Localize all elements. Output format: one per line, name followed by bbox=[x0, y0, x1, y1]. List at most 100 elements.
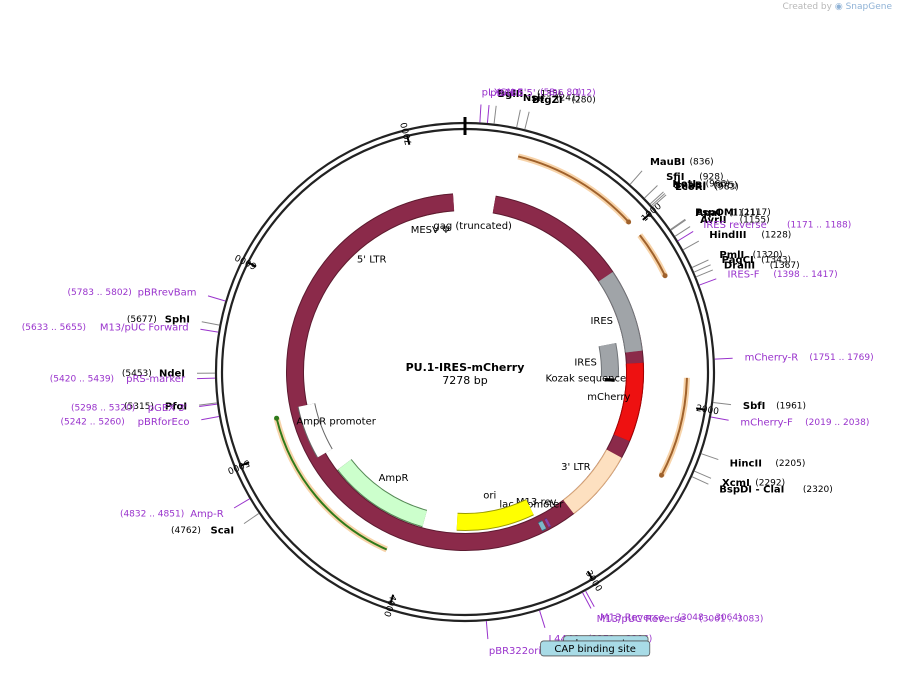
enzyme-name: DraIII bbox=[724, 260, 755, 271]
enzyme-coord: (966) bbox=[706, 179, 730, 189]
primer-coord: (1398 .. 1417) bbox=[773, 270, 837, 280]
labels-layer: BglII(135)NsiI(241)BtgZI(280) MauBI(836) S… bbox=[22, 87, 874, 656]
enzyme-name: ScaI bbox=[211, 525, 235, 536]
enzyme-leader-line bbox=[691, 259, 709, 268]
enzyme-label[interactable]: SbfI(1961) bbox=[743, 401, 806, 412]
primer-leader-line bbox=[199, 403, 218, 407]
enzyme-label[interactable]: MauBI(836) bbox=[650, 157, 714, 168]
enzyme-label[interactable]: ApaI(1121) bbox=[696, 208, 759, 219]
primer-label[interactable]: pGEX 3'(5298 .. 5320) bbox=[71, 403, 187, 414]
enzyme-label[interactable]: HindIII(1228) bbox=[709, 230, 791, 241]
enzyme-label[interactable]: AvrII (1155) bbox=[700, 215, 769, 226]
enzyme-name: ApaI bbox=[696, 208, 721, 219]
primer-name: Amp-R bbox=[190, 509, 224, 520]
primer-label[interactable]: M13 Reverse(3048 .. 3064) bbox=[600, 612, 742, 623]
feature-mcherry[interactable] bbox=[614, 362, 643, 441]
primer-name: mCherry-F bbox=[740, 417, 793, 428]
primer-name: M13 Reverse bbox=[600, 612, 665, 623]
primer-label[interactable]: M13/pUC Reverse(3061 .. 3083) bbox=[597, 614, 764, 625]
enzyme-label[interactable]: BtgZI(280) bbox=[532, 95, 596, 106]
enzyme-leader-line bbox=[651, 193, 666, 206]
enzyme-leader-line bbox=[524, 111, 530, 130]
tick-mark bbox=[389, 594, 395, 604]
feature-3-ltr[interactable] bbox=[563, 449, 622, 514]
orf-arrowhead bbox=[662, 273, 668, 279]
enzyme-coord: (1155) bbox=[740, 216, 770, 226]
primer-label[interactable]: pRS-marker(5420 .. 5439) bbox=[50, 374, 186, 385]
enzyme-label[interactable]: PaqCI(1343) bbox=[722, 255, 791, 266]
created-by-text: Created by bbox=[782, 2, 832, 12]
enzyme-leader-line bbox=[694, 470, 712, 479]
enzyme-name: SphI bbox=[165, 314, 190, 325]
feature-label: MESV Ψ bbox=[411, 225, 450, 236]
primer-leader-line bbox=[699, 278, 717, 286]
enzyme-label[interactable]: NsiI(241) bbox=[523, 93, 580, 104]
primer-name: IRES reverse bbox=[703, 220, 766, 231]
feature-ires[interactable] bbox=[599, 343, 618, 378]
primer-leader-line bbox=[582, 592, 592, 609]
feature-m13-rev[interactable] bbox=[544, 518, 551, 527]
primer-name: pRS-marker bbox=[126, 374, 186, 385]
primer-leader-line bbox=[539, 610, 546, 628]
feature-ires[interactable] bbox=[599, 272, 642, 353]
primer-leader-line bbox=[233, 498, 250, 509]
enzyme-leader-line bbox=[674, 226, 691, 237]
orf-line bbox=[660, 377, 688, 476]
boxed-label[interactable]: CAP binding site bbox=[554, 644, 636, 655]
enzyme-label[interactable]: EcoRI(983) bbox=[675, 182, 739, 193]
primer-label[interactable]: mCherry-R(1751 .. 1769) bbox=[745, 353, 874, 364]
enzyme-label[interactable]: BspDI - ClaI(2320) bbox=[719, 484, 833, 495]
enzyme-label[interactable]: PspOMI(1117) bbox=[695, 207, 771, 218]
primer-leader-line bbox=[486, 105, 490, 124]
enzyme-leader-line bbox=[652, 194, 667, 208]
feature-label: IRES bbox=[590, 316, 613, 327]
enzyme-name: SfiI bbox=[666, 172, 684, 183]
enzyme-coord: (1367) bbox=[770, 261, 800, 271]
enzyme-label[interactable]: PmlI(1320) bbox=[719, 250, 782, 261]
primer-label[interactable]: IRES reverse(1171 .. 1188) bbox=[703, 220, 851, 231]
tick-label: 2000 bbox=[695, 404, 719, 417]
enzyme-label[interactable]: ScaI(4762) bbox=[171, 525, 234, 536]
primer-label[interactable]: Amp-R (4832 .. 4851) bbox=[120, 509, 224, 520]
feature-lac-promoter[interactable] bbox=[538, 521, 547, 531]
boxed-label-background bbox=[540, 640, 651, 657]
primer-name: pLXSN 5' bbox=[482, 87, 527, 98]
enzyme-coord: (1320) bbox=[753, 250, 783, 260]
feature-ori[interactable] bbox=[456, 499, 534, 530]
primer-name: pBR322ori-F bbox=[489, 646, 551, 657]
enzyme-label[interactable]: SnaBI(975) bbox=[674, 180, 738, 191]
enzyme-label[interactable]: SfiI(928) bbox=[666, 172, 723, 183]
primer-label[interactable]: mCherry-F(2019 .. 2038) bbox=[740, 417, 869, 428]
orf-arrowhead bbox=[626, 219, 632, 225]
enzyme-label[interactable]: BglII(135) bbox=[498, 89, 562, 100]
enzyme-label[interactable]: HincII(2205) bbox=[730, 458, 806, 469]
feature-ampr[interactable] bbox=[338, 459, 427, 527]
primer-leader-line bbox=[479, 104, 482, 123]
primer-leader-line bbox=[207, 295, 226, 302]
enzyme-label[interactable]: PfoI(5315) bbox=[124, 402, 187, 413]
primer-label[interactable]: pBRforEco(5242 .. 5260) bbox=[60, 417, 189, 428]
enzyme-leader-line bbox=[198, 402, 217, 406]
primer-name: pBABE 5' bbox=[490, 88, 536, 99]
enzyme-label[interactable]: DraIII (1367) bbox=[724, 260, 800, 271]
enzyme-leader-line bbox=[243, 513, 260, 525]
plasmid-center-label: PU.1-IRES-mCherry 7278 bp bbox=[406, 361, 525, 387]
primer-label[interactable]: pLXSN 5'(58 .. 80) bbox=[482, 87, 582, 98]
enzyme-leader-line bbox=[670, 218, 686, 230]
feature-ampr-promoter[interactable] bbox=[298, 403, 332, 458]
primer-label[interactable]: IRES-F(1398 .. 1417) bbox=[728, 270, 838, 281]
primer-label[interactable]: pBRrevBam(5783 .. 5802) bbox=[68, 287, 197, 298]
enzyme-label[interactable]: SphI(5677) bbox=[127, 314, 190, 325]
primer-name: M13/pUC Reverse bbox=[597, 614, 686, 625]
primer-coord: (5298 .. 5320) bbox=[71, 404, 135, 414]
primer-name: mCherry-R bbox=[745, 353, 799, 364]
enzyme-name: AvrII bbox=[700, 215, 726, 226]
primer-coord: (4832 .. 4851) bbox=[120, 510, 184, 520]
enzyme-label[interactable]: XcmI(2292) bbox=[722, 478, 785, 489]
primer-label[interactable]: pBABE 5'(96 .. 112) bbox=[490, 88, 596, 99]
enzyme-name: SnaBI bbox=[674, 180, 706, 191]
primer-label[interactable]: M13/pUC Forward(5633 .. 5655) bbox=[22, 322, 189, 333]
enzyme-label[interactable]: NdeI(5453) bbox=[122, 368, 185, 379]
enzyme-label[interactable]: NotI(966) bbox=[672, 179, 729, 190]
enzyme-leader-line bbox=[695, 269, 713, 278]
